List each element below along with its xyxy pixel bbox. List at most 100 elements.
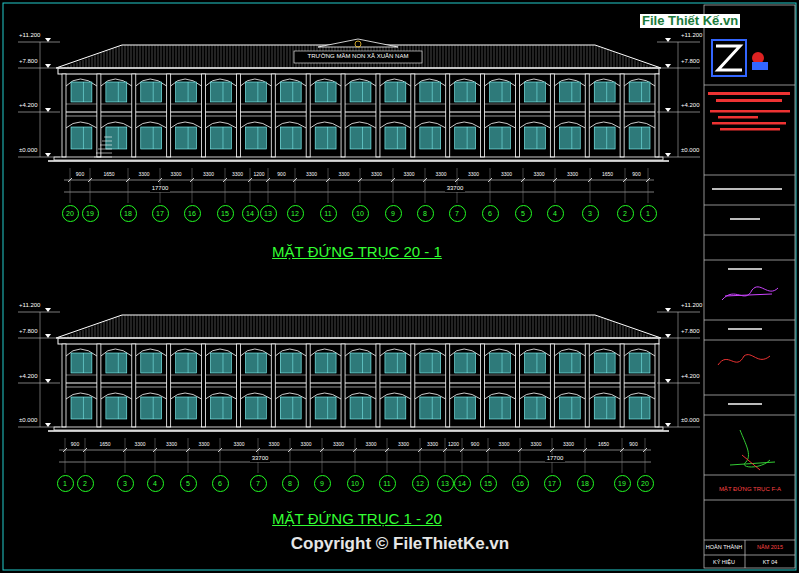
axis-number: 15	[218, 210, 233, 217]
axis-bubble: 12	[412, 475, 429, 492]
dimension: 1200	[253, 172, 264, 178]
window-mullion	[118, 82, 119, 102]
column	[481, 74, 485, 157]
roof-hatch	[545, 315, 546, 338]
axis-line	[355, 438, 356, 473]
axis-number: 7	[450, 210, 465, 217]
roof-hatch	[392, 315, 393, 338]
roof-hatch	[206, 45, 207, 68]
axis-bubble: 16	[512, 475, 529, 492]
roof-hatch	[593, 45, 594, 68]
dimension: 3300	[435, 172, 446, 178]
railing	[345, 104, 376, 105]
roof-hatch	[137, 45, 138, 68]
dimension: 3300	[468, 172, 479, 178]
ground-line	[48, 430, 669, 432]
roof-hatch	[191, 315, 192, 338]
roof-hatch	[191, 45, 192, 68]
roof-hatch	[632, 59, 633, 68]
dimension-tick	[68, 178, 72, 182]
roof-hatch	[317, 315, 318, 338]
level-mark	[665, 153, 671, 157]
railing	[310, 375, 341, 376]
level-mark	[45, 308, 51, 312]
dimension-tick	[521, 178, 525, 182]
level-mark	[45, 334, 51, 338]
roof-hatch	[104, 322, 105, 338]
roof-hatch	[425, 45, 426, 68]
roof-hatch	[470, 45, 471, 68]
roof-hatch	[548, 45, 549, 68]
axis-number: 19	[83, 210, 98, 217]
roof-hatch	[539, 45, 540, 68]
roof-hatch	[473, 315, 474, 338]
column	[202, 74, 206, 157]
dimension: 900	[629, 442, 637, 448]
window	[245, 353, 266, 373]
window-mullion	[188, 353, 189, 373]
roof-hatch	[641, 63, 642, 68]
railing	[415, 375, 446, 376]
window	[245, 82, 266, 102]
roof-hatch	[353, 315, 354, 338]
column	[620, 74, 624, 157]
level-label: +4.200	[681, 373, 700, 380]
roof-hatch	[389, 315, 390, 338]
roof-hatch	[197, 315, 198, 338]
axis-number: 8	[283, 480, 298, 487]
sheet-name: MẶT ĐỨNG TRỤC F-A	[719, 486, 781, 493]
window-mullion	[536, 82, 537, 102]
roof-hatch	[560, 45, 561, 68]
axis-number: 15	[481, 480, 496, 487]
railing	[240, 104, 271, 105]
railing	[589, 104, 620, 105]
window-mullion	[153, 397, 154, 419]
dimension-line	[64, 180, 654, 181]
roof-hatch	[185, 45, 186, 68]
railing	[171, 104, 202, 105]
dimension-tick	[218, 448, 222, 452]
roof-hatch	[587, 315, 588, 338]
roof-hatch	[254, 45, 255, 68]
roof-hatch	[515, 45, 516, 68]
dimension-tick	[518, 448, 522, 452]
stair-step	[100, 145, 112, 146]
axis-line	[523, 168, 524, 203]
axis-number: 18	[121, 210, 136, 217]
roof-hatch	[584, 315, 585, 338]
dimension: 3300	[198, 442, 209, 448]
roof-hatch	[440, 45, 441, 68]
level-line	[18, 68, 60, 69]
roof-hatch	[596, 45, 597, 68]
roof-hatch	[545, 45, 546, 68]
roof-hatch	[305, 315, 306, 338]
roof-hatch	[476, 45, 477, 68]
roof-hatch	[92, 57, 93, 69]
roof-hatch	[209, 45, 210, 68]
roof-hatch	[587, 45, 588, 68]
dimension-tick	[620, 448, 624, 452]
column	[376, 74, 380, 157]
roof-outline	[56, 315, 661, 338]
roof-hatch	[590, 45, 591, 68]
axis-bubble: 8	[417, 205, 434, 222]
level-label: +7.800	[681, 328, 700, 335]
roof-hatch	[506, 315, 507, 338]
roof-hatch	[449, 315, 450, 338]
axis-number: 3	[583, 210, 598, 217]
roof-hatch	[527, 315, 528, 338]
window	[455, 82, 476, 102]
roof-hatch	[344, 315, 345, 338]
dimension: 33700	[445, 185, 466, 192]
roof-hatch	[470, 315, 471, 338]
roof-hatch	[128, 45, 129, 68]
column	[515, 74, 519, 157]
roof-hatch	[287, 45, 288, 68]
roof-hatch	[620, 325, 621, 338]
window	[141, 82, 162, 102]
column	[167, 344, 171, 427]
roof-hatch	[323, 315, 324, 338]
axis-line	[648, 168, 649, 203]
dimension: 3300	[134, 442, 145, 448]
roof-hatch	[248, 45, 249, 68]
